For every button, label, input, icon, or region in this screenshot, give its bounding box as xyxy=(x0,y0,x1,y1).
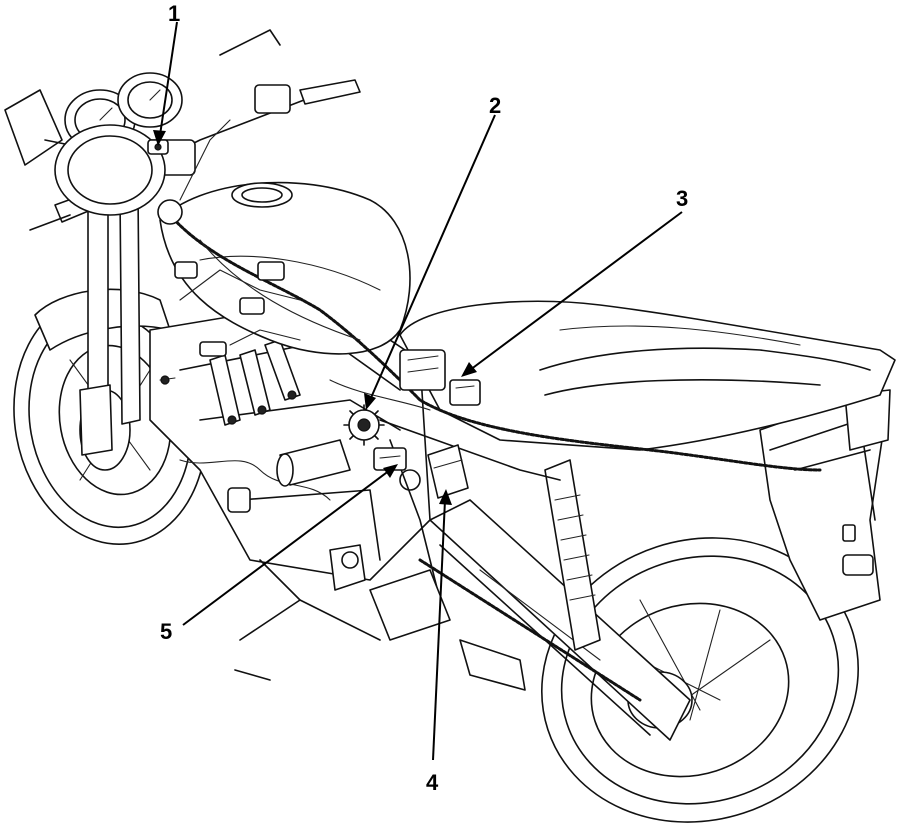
rear-shock xyxy=(544,459,601,651)
leader-3 xyxy=(469,211,683,371)
side-unit xyxy=(427,444,469,499)
engine xyxy=(149,299,431,591)
callout-3: 3 xyxy=(676,186,688,211)
arrowhead-4 xyxy=(439,489,452,505)
callout-2: 2 xyxy=(489,93,501,118)
seat xyxy=(399,300,896,451)
sensor-gear xyxy=(343,404,385,446)
swingarm xyxy=(418,499,691,741)
arrowhead-2 xyxy=(364,393,376,410)
callout-labels: 1 2 3 4 5 xyxy=(160,1,688,795)
arrowhead-3 xyxy=(461,362,477,377)
wiring-harness xyxy=(157,119,822,472)
frame xyxy=(234,419,561,691)
leader-1 xyxy=(159,21,178,136)
arrowhead-1 xyxy=(153,130,166,146)
sensor-connector xyxy=(373,447,421,491)
arrowhead-5 xyxy=(383,464,398,478)
relay-connector xyxy=(399,349,481,406)
callout-5: 5 xyxy=(160,619,172,644)
tail-section xyxy=(759,389,891,621)
leader-5 xyxy=(182,469,391,626)
callout-4: 4 xyxy=(426,770,439,795)
leader-2 xyxy=(369,114,496,401)
headlight xyxy=(54,124,166,216)
leader-lines xyxy=(153,21,683,761)
leader-4 xyxy=(432,499,446,761)
callout-1: 1 xyxy=(168,1,180,26)
fuel-tank xyxy=(159,181,411,355)
front-forks xyxy=(79,191,141,456)
